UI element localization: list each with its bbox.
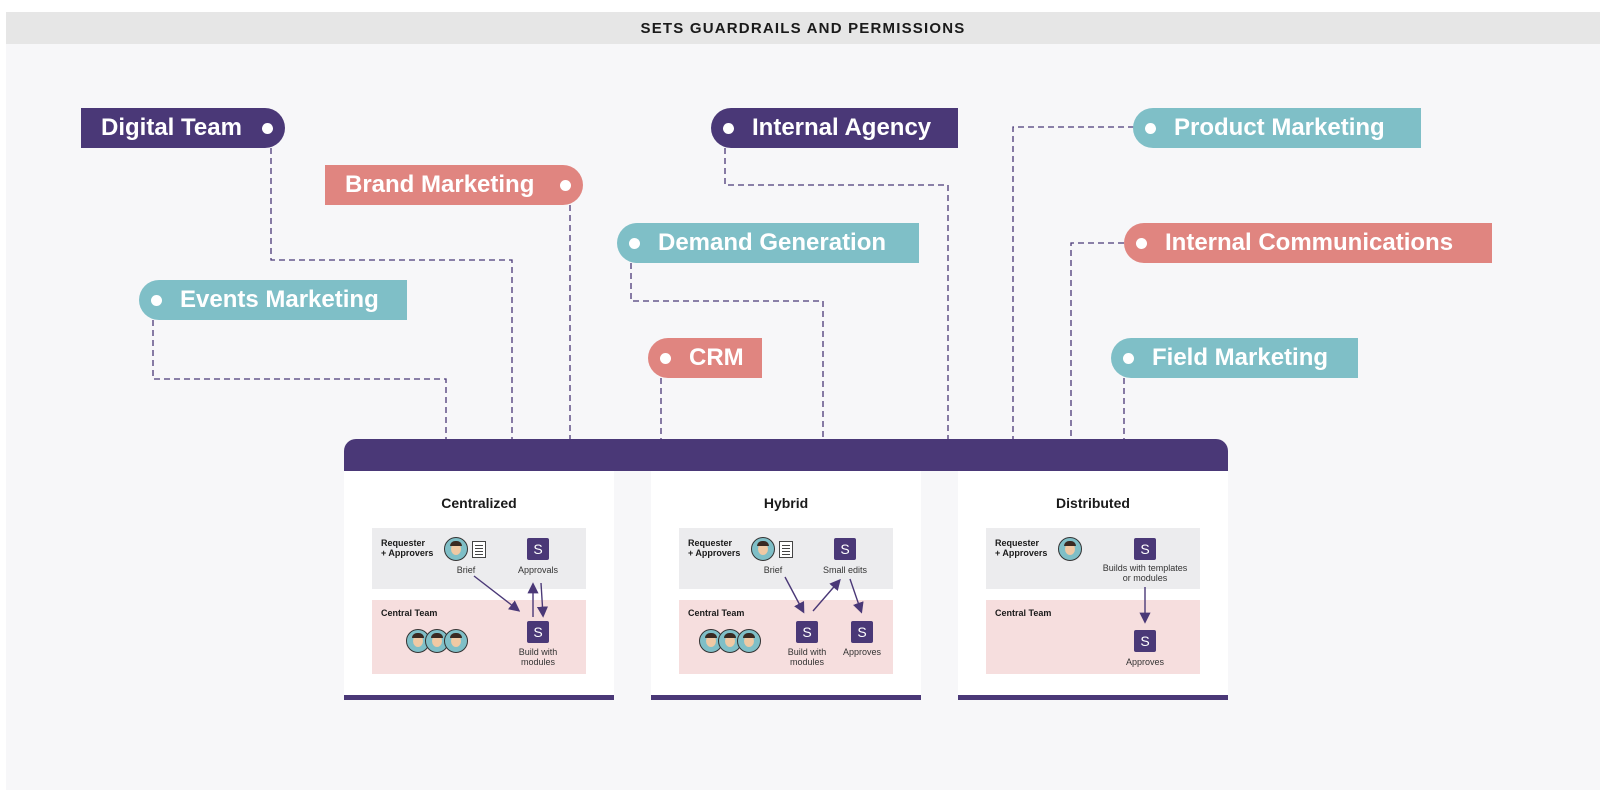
dot-icon — [560, 179, 571, 191]
tag-crm: CRM — [648, 338, 762, 378]
team-avatar-icon — [444, 629, 468, 653]
connector-product-marketing — [1012, 126, 1134, 440]
tag-product-marketing: Product Marketing — [1133, 108, 1421, 148]
platform-s-icon: S — [527, 538, 549, 560]
dot-icon — [151, 294, 162, 306]
card-centralized: Centralized Requester + Approvers Brief … — [344, 471, 614, 700]
platform-s-icon: S — [851, 621, 873, 643]
tag-brand-marketing: Brand Marketing — [325, 165, 583, 205]
platform-s-icon: S — [527, 621, 549, 643]
card-title: Distributed — [1056, 495, 1130, 511]
dot-icon — [660, 352, 671, 364]
card-distributed: Distributed Requester + Approvers S Buil… — [958, 471, 1228, 700]
central-team-label: Central Team — [381, 608, 438, 618]
tag-demand-generation: Demand Generation — [617, 223, 919, 263]
flow-arrows — [1139, 587, 1151, 624]
connector-demand-generation — [630, 263, 824, 440]
brief-label: Brief — [456, 565, 476, 575]
requester-label: Requester + Approvers — [995, 538, 1048, 558]
brief-document-icon — [779, 541, 793, 558]
requester-avatar-icon — [444, 537, 468, 561]
builds-label: Builds with templates or modules — [1102, 563, 1188, 583]
dot-icon — [1136, 237, 1147, 249]
tag-label: Brand Marketing — [345, 171, 535, 198]
tag-label: Digital Team — [101, 114, 242, 141]
tag-internal-agency: Internal Agency — [711, 108, 958, 148]
dot-icon — [262, 122, 273, 134]
central-team-label: Central Team — [688, 608, 745, 618]
header-title: SETS GUARDRAILS AND PERMISSIONS — [640, 19, 966, 37]
requester-avatar-icon — [1058, 537, 1082, 561]
team-avatar-icon — [406, 629, 430, 653]
flow-arrows — [473, 575, 549, 618]
tag-label: Product Marketing — [1174, 114, 1385, 141]
connector-events-marketing — [152, 320, 447, 440]
requester-label: Requester + Approvers — [381, 538, 434, 558]
connector-internal-communications — [1070, 242, 1124, 440]
dot-icon — [629, 237, 640, 249]
platform-s-icon: S — [834, 538, 856, 560]
tag-label: Events Marketing — [180, 286, 379, 313]
dot-icon — [1123, 352, 1134, 364]
central-team-box — [986, 600, 1200, 674]
tag-digital-team: Digital Team — [81, 108, 285, 148]
flow-arrows — [784, 576, 864, 614]
approvals-label: Approvals — [517, 565, 559, 575]
approves-label: Approves — [842, 647, 882, 657]
brief-document-icon — [472, 541, 486, 558]
small-edits-label: Small edits — [822, 565, 867, 575]
central-team-label: Central Team — [995, 608, 1052, 618]
platform-s-icon: S — [1134, 538, 1156, 560]
requester-box — [986, 528, 1200, 589]
tag-events-marketing: Events Marketing — [139, 280, 407, 320]
card-title: Centralized — [441, 495, 517, 511]
card-title: Hybrid — [763, 495, 809, 511]
platform-s-icon: S — [1134, 630, 1156, 652]
build-label: Build with modules — [518, 647, 558, 667]
tag-label: Internal Agency — [752, 114, 932, 141]
brief-label: Brief — [763, 565, 783, 575]
tag-label: Field Marketing — [1152, 344, 1329, 371]
tag-label: Internal Communications — [1165, 229, 1454, 256]
build-label: Build with modules — [787, 647, 827, 667]
approves-label: Approves — [1125, 657, 1165, 667]
tag-internal-communications: Internal Communications — [1124, 223, 1492, 263]
platform-s-icon: S — [796, 621, 818, 643]
tag-label: CRM — [689, 344, 744, 371]
requester-label: Requester + Approvers — [688, 538, 741, 558]
team-avatar-icon — [737, 629, 761, 653]
connector-internal-agency — [724, 148, 949, 440]
requester-box — [372, 528, 586, 589]
models-header-bar — [344, 439, 1228, 471]
dot-icon — [723, 122, 734, 134]
tag-field-marketing: Field Marketing — [1111, 338, 1358, 378]
requester-avatar-icon — [751, 537, 775, 561]
dot-icon — [1145, 122, 1156, 134]
card-hybrid: Hybrid Requester + Approvers Brief S Sma… — [651, 471, 921, 700]
tag-label: Demand Generation — [658, 229, 887, 256]
diagram-header: SETS GUARDRAILS AND PERMISSIONS — [6, 12, 1600, 44]
connector-digital-team — [270, 148, 513, 440]
